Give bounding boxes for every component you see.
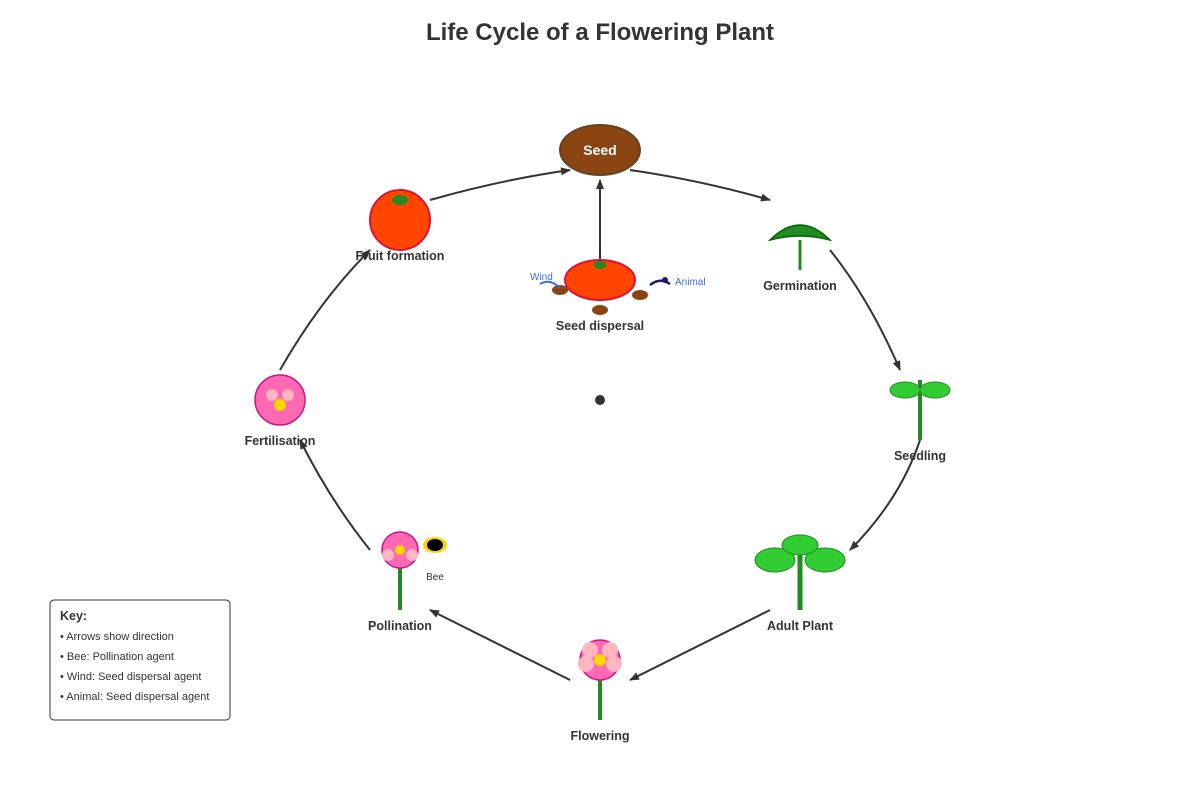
scattered-seed-icon (632, 290, 648, 300)
stage-flowering: Flowering (570, 639, 630, 743)
seedling-label: Seedling (894, 449, 946, 463)
petal-icon (578, 656, 594, 672)
fruit-formation-label: Fruit formation (356, 249, 445, 263)
flowering-label: Flowering (570, 729, 629, 743)
fertilisation-label: Fertilisation (245, 434, 316, 448)
arrow-adult-to-flowering (629, 609, 771, 681)
bee-icon (423, 537, 447, 553)
arrow-germination-to-seedling (829, 249, 901, 371)
arrow-flowering-to-pollination (429, 609, 571, 681)
animal-icon (649, 279, 671, 287)
dispersal-fruit-stem-icon (594, 261, 606, 269)
arrow-seedling-to-adult (849, 439, 921, 551)
arrow-seed-to-germination (629, 169, 771, 202)
arrow-pollination-to-fertilisation (299, 439, 371, 551)
fruit-icon (369, 189, 431, 251)
wind-label: Wind (530, 272, 553, 283)
key-item: • Animal: Seed dispersal agent (60, 691, 209, 703)
bee-label: Bee (426, 572, 444, 583)
arrow-fruit-to-seed (429, 167, 571, 201)
scattered-seed-icon (552, 285, 568, 295)
stage-seed-dispersal: Wind Animal Seed dispersal (530, 259, 706, 333)
flower-center-icon (274, 399, 286, 411)
petal-icon (606, 656, 622, 672)
key-title: Key: (60, 609, 87, 623)
stage-fruit-formation: Fruit formation (356, 189, 445, 263)
animal-label: Animal (675, 277, 706, 288)
stage-pollination: Bee Pollination (368, 531, 447, 633)
adult-leaf-left-icon (754, 547, 796, 573)
key-box (49, 599, 231, 721)
pollination-label: Pollination (368, 619, 432, 633)
key-item: • Wind: Seed dispersal agent (60, 671, 201, 683)
animal-head-icon (662, 277, 668, 283)
petal-icon (266, 389, 278, 401)
flower-center-icon (395, 545, 405, 555)
scattered-seed-icon (592, 305, 608, 315)
petal-icon (282, 389, 294, 401)
stage-fertilisation: Fertilisation (245, 374, 316, 448)
seed-dispersal-label: Seed dispersal (556, 319, 644, 333)
stage-seedling: Seedling (889, 380, 951, 463)
key-item: • Arrows show direction (60, 631, 174, 643)
fruit-stem-icon (392, 195, 408, 205)
petal-icon (406, 549, 418, 561)
stage-adult-plant: Adult Plant (754, 534, 846, 633)
germination-label: Germination (763, 279, 837, 293)
cycle-arrows (279, 167, 921, 681)
arrow-fertilisation-to-fruit (279, 249, 371, 371)
flower-center-icon (594, 654, 606, 666)
adult-leaf-top-icon (781, 534, 819, 556)
adult-leaf-right-icon (804, 547, 846, 573)
stage-germination: Germination (763, 224, 837, 293)
wind-icon (539, 280, 561, 289)
seed-icon (559, 124, 641, 176)
key-item: • Bee: Pollination agent (60, 651, 174, 663)
diagram-title: Life Cycle of a Flowering Plant (426, 19, 774, 46)
adult-plant-label: Adult Plant (767, 619, 834, 633)
seedling-leaf-left-icon (889, 381, 921, 399)
petal-icon (382, 549, 394, 561)
seedling-leaf-right-icon (919, 381, 951, 399)
sprout-leaf-icon (767, 224, 833, 242)
petal-icon (602, 642, 618, 658)
dispersal-fruit-icon (564, 259, 636, 301)
seed-label: Seed (583, 142, 616, 158)
key-legend: Key: • Arrows show direction • Bee: Poll… (49, 599, 231, 721)
center-dot (595, 395, 605, 405)
petal-icon (582, 642, 598, 658)
stage-seed: Seed (559, 124, 641, 176)
